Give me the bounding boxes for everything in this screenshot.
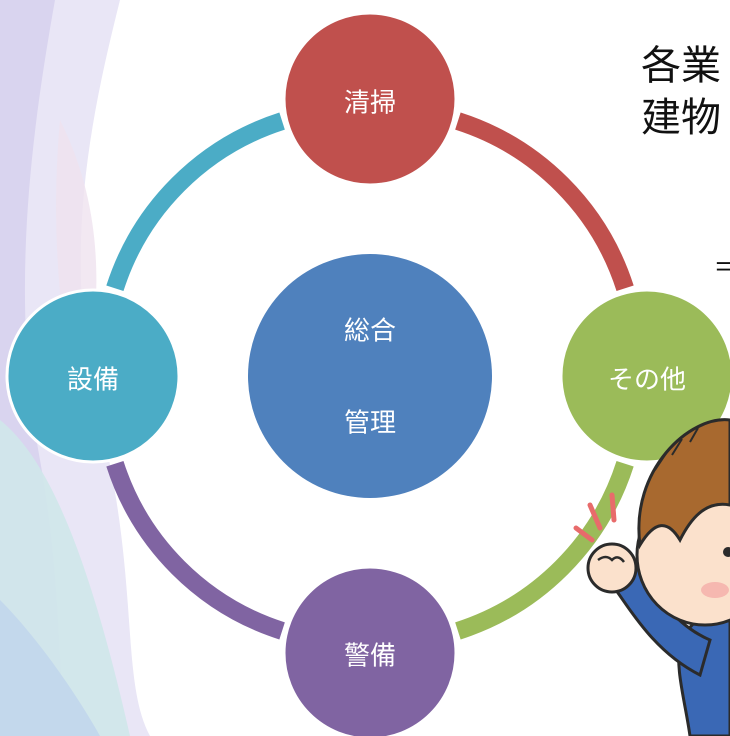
cheering-boy-illustration	[573, 418, 730, 736]
node-label-facility: 設備	[66, 365, 120, 396]
ring-segment-cleaning-other	[455, 112, 634, 292]
cycle-ring	[106, 112, 634, 640]
center-node-circle	[248, 254, 492, 498]
node-circle-security	[282, 565, 458, 736]
ring-segment-security-facility	[106, 460, 285, 640]
node-circle-cleaning	[282, 11, 458, 187]
node-label-other: その他	[607, 365, 687, 396]
headline-text: 各業 建物	[641, 40, 721, 144]
sub-text: ＝	[713, 251, 730, 284]
node-circle-facility	[5, 288, 181, 464]
headline-line2: 建物	[641, 95, 721, 141]
center-node-label-line1: 総合	[343, 316, 397, 347]
headline-line1: 各業	[641, 43, 721, 89]
outer-nodes	[5, 11, 730, 736]
node-circle-other	[559, 288, 730, 464]
center-node-label-line2: 管理	[343, 408, 397, 439]
ring-segment-facility-cleaning	[106, 112, 285, 292]
node-label-security: 警備	[343, 641, 397, 672]
node-label-cleaning: 清掃	[343, 88, 397, 119]
